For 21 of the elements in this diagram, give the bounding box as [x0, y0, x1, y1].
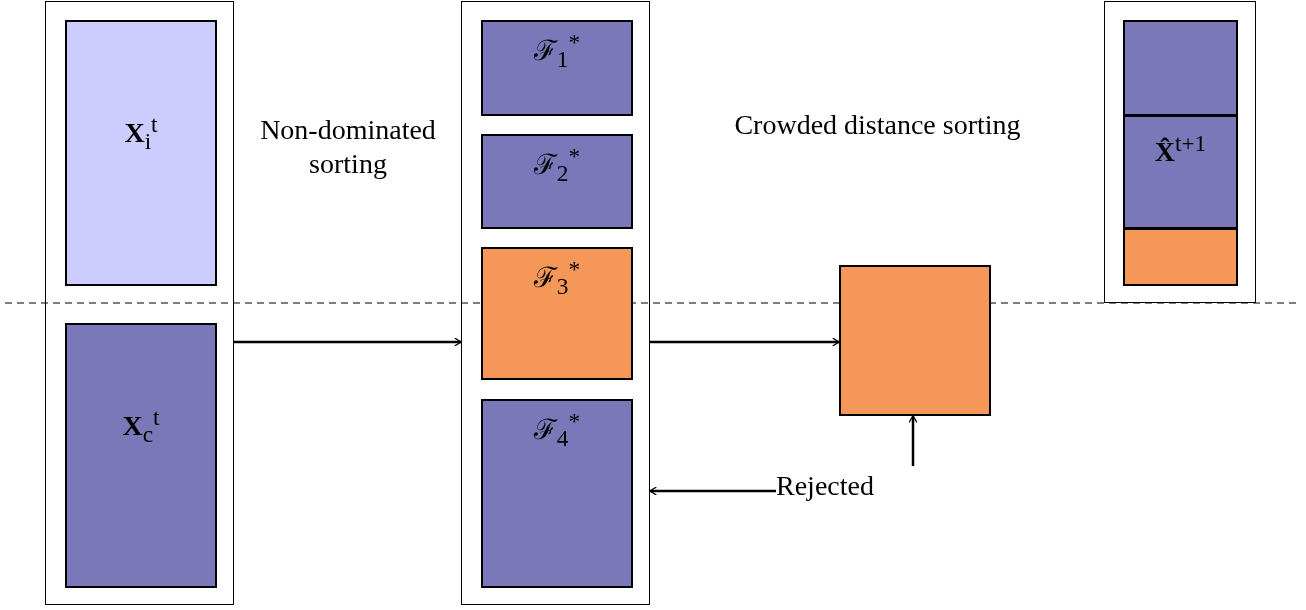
fronts-container: [461, 1, 650, 605]
population-container: [45, 1, 234, 605]
front-block: [481, 134, 633, 229]
front-block: [481, 247, 633, 380]
arrow: [650, 337, 840, 347]
next-population-container: [1104, 1, 1256, 303]
population-block: [65, 323, 217, 588]
front-block: [481, 399, 633, 588]
population-block: [1123, 20, 1238, 116]
step-label: Crowded distance sorting: [733, 108, 1022, 142]
front-block: [481, 20, 633, 116]
arrow: [234, 337, 462, 347]
edge-label: Rejected: [776, 466, 926, 506]
population-block: [1123, 228, 1238, 286]
population-block: [65, 20, 217, 286]
step-label: Non-dominated sorting: [259, 113, 437, 181]
population-block: [1123, 115, 1238, 229]
arrow: [649, 486, 776, 496]
math-symbol: X̂$^{t+1}$: [1154, 131, 1207, 169]
arrow: [908, 415, 918, 466]
front-block: [839, 265, 991, 416]
